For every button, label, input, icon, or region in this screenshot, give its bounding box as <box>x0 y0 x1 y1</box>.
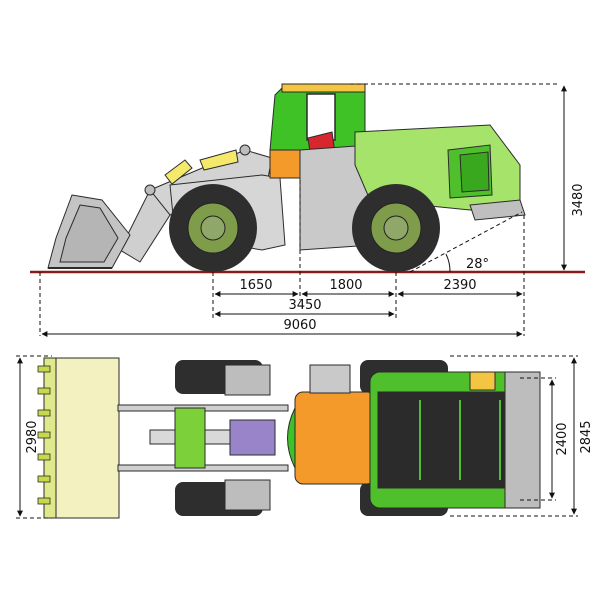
departure-angle-label: 28° <box>466 257 489 272</box>
rear-overhang-label: 2390 <box>443 278 476 293</box>
departure-angle-line <box>409 211 523 273</box>
wheelbase-label: 3450 <box>288 298 321 313</box>
top-view: 2980 2400 2845 <box>16 355 594 519</box>
cab-top <box>287 364 376 485</box>
overall-length-label: 9060 <box>283 318 316 333</box>
rear-body-top <box>369 371 541 509</box>
bucket-top <box>37 357 120 519</box>
departure-angle-arc <box>445 253 451 273</box>
overall-width-label: 2845 <box>579 420 594 453</box>
front-wheel <box>169 184 257 272</box>
rear-wheel <box>352 184 440 272</box>
linkage-top <box>117 404 289 472</box>
cab <box>269 83 366 179</box>
side-view: 28° 3480 1650 1800 2390 3450 9060 <box>30 83 586 337</box>
front-overhang-label: 1650 <box>239 278 272 293</box>
height-dimension-label: 3480 <box>571 183 586 216</box>
bucket <box>47 194 131 269</box>
body-width-label: 2400 <box>555 422 570 455</box>
rear-axle-label: 1800 <box>329 278 362 293</box>
bucket-width-label: 2980 <box>25 420 40 453</box>
front-tires-top <box>175 360 271 516</box>
